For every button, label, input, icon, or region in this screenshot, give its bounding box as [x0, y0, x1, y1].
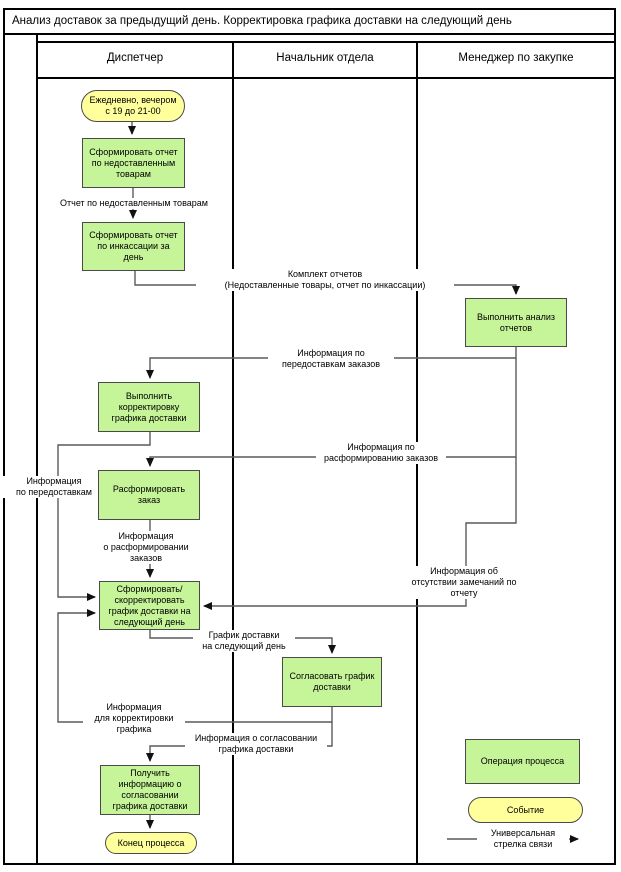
- lane-header-purchase-manager: Менеджер по закупке: [458, 52, 574, 64]
- lane-header-department-head: Начальник отдела: [276, 52, 374, 64]
- edge-label-disband-orders-info: Информация по расформированию заказов: [316, 442, 446, 464]
- edge-label-redelivery-orders-info: Информация по передоставкам заказов: [268, 348, 394, 370]
- legend-event-sample: Событие: [468, 797, 583, 823]
- edge-label-correction-info: Информация для корректировки графика: [83, 702, 185, 735]
- task-disband-order: Расформировать заказ: [98, 470, 200, 520]
- task-approve-schedule: Согласовать график доставки: [282, 657, 382, 707]
- edge-label-approval-info: Информация о согласовании графика достав…: [185, 733, 327, 755]
- legend-task-sample: Операция процесса: [465, 739, 580, 784]
- task-report-collection: Сформировать отчет по инкассации за день: [82, 222, 185, 271]
- event-start: Ежедневно, вечером с 19 до 21-00: [81, 90, 185, 122]
- lane-header-bottom-line: [36, 77, 614, 79]
- edge-label-report-set: Комплект отчетов (Недоставленные товары,…: [196, 269, 454, 291]
- left-strip-divider: [36, 35, 38, 863]
- connector-adjust-to-form-schedule: [57, 432, 151, 601]
- task-analyze-reports: Выполнить анализ отчетов: [465, 298, 567, 347]
- lane-divider-1: [232, 41, 234, 863]
- task-adjust-schedule: Выполнить корректировку графика доставки: [98, 382, 200, 432]
- task-receive-approval-info: Получить информацию о согласовании графи…: [100, 765, 200, 815]
- edge-label-no-remarks-info: Информация об отсутствии замечаний по от…: [401, 566, 527, 599]
- edge-label-disband-result-info: Информация о расформировании заказов: [95, 531, 197, 564]
- lane-header-top-line: [36, 41, 614, 43]
- diagram-title: Анализ доставок за предыдущий день. Корр…: [3, 8, 616, 35]
- edge-label-undelivered-report: Отчет по недоставленным товарам: [43, 198, 225, 209]
- lane-header-dispatcher: Диспетчер: [106, 52, 164, 64]
- task-report-undelivered: Сформировать отчет по недоставленным тов…: [82, 138, 185, 188]
- edge-label-schedule-next-day: График доставки на следующий день: [193, 630, 295, 652]
- legend-arrow-label: Универсальная стрелка связи: [477, 828, 569, 850]
- connector-analyze-to-form-schedule: [203, 457, 517, 610]
- edge-label-redelivery-info-left: Информация по передоставкам: [3, 476, 105, 498]
- event-end: Конец процесса: [105, 832, 197, 854]
- task-form-schedule: Сформировать/ скорректировать график дос…: [99, 581, 200, 630]
- connector-approve-to-form-schedule: [57, 609, 333, 723]
